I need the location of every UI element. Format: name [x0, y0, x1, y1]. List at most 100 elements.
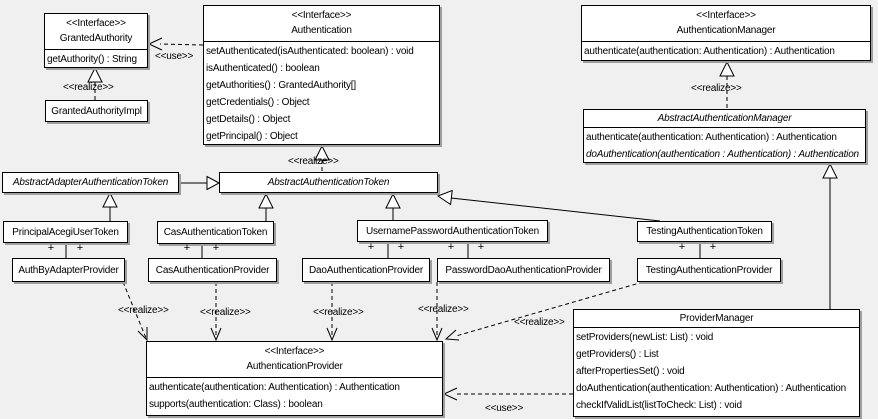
class-authentication-provider[interactable]: <<Interface>> AuthenticationProvider aut…: [146, 341, 443, 416]
method-compartment: authenticate(authentication: Authenticat…: [584, 128, 865, 163]
association-plus: +: [47, 242, 55, 254]
class-testing-authentication-token[interactable]: TestingAuthenticationToken: [637, 221, 772, 242]
method-compartment: authenticate(authentication: Authenticat…: [147, 378, 442, 413]
method: getAuthorities() : GrantedAuthority[]: [206, 80, 356, 91]
class-authentication-manager[interactable]: <<Interface>> AuthenticationManager auth…: [581, 5, 871, 61]
stereotype-label: <<Interface>>: [264, 346, 325, 357]
realize-label: <<realize>>: [63, 82, 114, 93]
realize-label: <<realize>>: [691, 83, 742, 94]
class-name: AbstractAdapterAuthenticationToken: [12, 177, 169, 188]
method-abstract: doAuthentication(authentication : Authen…: [586, 149, 859, 160]
stereotype-label: <<Interface>>: [696, 10, 756, 21]
realize-label: <<realize>>: [313, 307, 364, 318]
class-principal-acegi-user-token[interactable]: PrincipalAcegiUserToken: [3, 221, 128, 243]
edge-realize-grantedauthorityimpl: [87, 66, 103, 100]
class-abstract-adapter-authentication-token[interactable]: AbstractAdapterAuthenticationToken: [2, 172, 179, 193]
class-dao-authentication-provider[interactable]: DaoAuthenticationProvider: [302, 258, 430, 282]
class-name: AuthenticationManager: [676, 25, 776, 36]
class-header: <<Interface>> AuthenticationProvider: [147, 342, 442, 378]
edge-use-authentication-grantedauthority: [147, 37, 204, 51]
class-name: GrantedAuthorityImpl: [51, 105, 142, 117]
edge-generalization-cas-token: [258, 192, 274, 221]
edge-realize-passworddao-provider: [431, 282, 443, 342]
class-name: AuthenticationProvider: [246, 361, 343, 372]
class-authentication[interactable]: <<Interface>> Authentication setAuthenti…: [203, 5, 440, 145]
class-name: PrincipalAcegiUserToken: [12, 226, 119, 238]
class-name: AuthByAdapterProvider: [18, 264, 119, 276]
edge-generalization-principal-token: [102, 191, 118, 221]
method-compartment: setAuthenticated(isAuthenticated: boolea…: [204, 42, 439, 145]
association-plus: +: [183, 242, 191, 254]
method: setAuthenticated(isAuthenticated: boolea…: [206, 46, 414, 57]
association-plus: +: [212, 242, 220, 254]
edge-realize-abstracttoken-authentication: [314, 144, 330, 172]
class-auth-by-adapter-provider[interactable]: AuthByAdapterProvider: [12, 258, 125, 282]
edge-realize-cas-provider: [210, 282, 222, 342]
edge-realize-testing-provider: [444, 281, 644, 341]
class-granted-authority[interactable]: <<Interface>> GrantedAuthority getAuthor…: [44, 13, 148, 68]
method: getDetails() : Object: [206, 114, 291, 125]
class-name: TestingAuthenticationToken: [646, 226, 763, 237]
class-cas-authentication-token[interactable]: CasAuthenticationToken: [157, 221, 274, 244]
class-header: <<Interface>> GrantedAuthority: [45, 14, 147, 50]
association-plus: +: [678, 241, 686, 253]
class-name: TestingAuthenticationProvider: [645, 264, 773, 276]
class-testing-authentication-provider[interactable]: TestingAuthenticationProvider: [637, 258, 781, 282]
method: supports(authentication: Class) : boolea…: [149, 399, 323, 410]
class-cas-authentication-provider[interactable]: CasAuthenticationProvider: [148, 258, 277, 282]
class-granted-authority-impl[interactable]: GrantedAuthorityImpl: [45, 100, 148, 122]
realize-label: <<realize>>: [514, 317, 565, 328]
class-username-password-authentication-token[interactable]: UsernamePasswordAuthenticationToken: [357, 220, 548, 242]
edge-generalization-usernamepassword-token: [385, 192, 401, 220]
method: authenticate(authentication: Authenticat…: [584, 46, 835, 57]
class-header: <<Interface>> Authentication: [204, 6, 439, 42]
class-name: PasswordDaoAuthenticationProvider: [445, 264, 602, 276]
stereotype-label: <<Interface>>: [66, 18, 126, 29]
method: checkIfValidList(listToCheck: List) : vo…: [576, 400, 742, 411]
class-name: DaoAuthenticationProvider: [309, 264, 423, 276]
class-password-dao-authentication-provider[interactable]: PasswordDaoAuthenticationProvider: [437, 258, 610, 282]
realize-label: <<realize>>: [118, 305, 169, 316]
association-plus: +: [477, 241, 485, 253]
method-compartment: authenticate(authentication: Authenticat…: [582, 42, 870, 60]
class-name: ProviderManager: [574, 310, 859, 328]
method: authenticate(authentication: Authenticat…: [149, 382, 400, 393]
realize-label: <<realize>>: [418, 304, 469, 315]
use-label: <<use>>: [155, 51, 194, 62]
method: getProviders() : List: [576, 349, 659, 360]
edge-realize-authbyadapter-provider: [122, 281, 148, 342]
edge-generalization-testing-token: [436, 189, 661, 222]
association-plus: +: [367, 241, 375, 253]
method-compartment: getAuthority() : String: [45, 50, 147, 68]
class-name: UsernamePasswordAuthenticationToken: [365, 225, 540, 237]
method: doAuthentication(authentication: Authent…: [576, 383, 846, 394]
class-name: GrantedAuthority: [59, 33, 133, 44]
association-plus: +: [447, 241, 455, 253]
class-name: AbstractAuthenticationToken: [267, 177, 390, 188]
method: getAuthority() : String: [47, 54, 137, 65]
class-name: CasAuthenticationToken: [163, 227, 268, 238]
method: setProviders(newList: List) : void: [576, 332, 714, 343]
association-plus: +: [397, 241, 405, 253]
method: afterPropertiesSet() : void: [576, 366, 685, 377]
realize-label: <<realize>>: [288, 156, 339, 167]
class-name: CasAuthenticationProvider: [155, 264, 270, 276]
class-name: Authentication: [291, 25, 352, 36]
edge-generalization-adapter-token: [179, 175, 221, 191]
class-abstract-authentication-manager[interactable]: AbstractAuthenticationManager authentica…: [583, 109, 866, 163]
edge-realize-abstractmanager-authenticationmanager: [719, 60, 735, 109]
method: getCredentials() : Object: [206, 97, 310, 108]
class-abstract-authentication-token[interactable]: AbstractAuthenticationToken: [219, 172, 438, 193]
association-plus: +: [709, 241, 717, 253]
method: getPrincipal() : Object: [206, 131, 298, 142]
edge-use-providermanager-authenticationprovider: [442, 387, 573, 401]
method-compartment: setProviders(newList: List) : void getPr…: [574, 328, 859, 414]
edge-realize-dao-provider: [326, 282, 338, 342]
class-name: AbstractAuthenticationManager: [584, 110, 865, 128]
class-provider-manager[interactable]: ProviderManager setProviders(newList: Li…: [573, 309, 860, 417]
class-header: <<Interface>> AuthenticationManager: [582, 6, 870, 42]
stereotype-label: <<Interface>>: [291, 10, 352, 21]
use-label: <<use>>: [485, 403, 524, 414]
